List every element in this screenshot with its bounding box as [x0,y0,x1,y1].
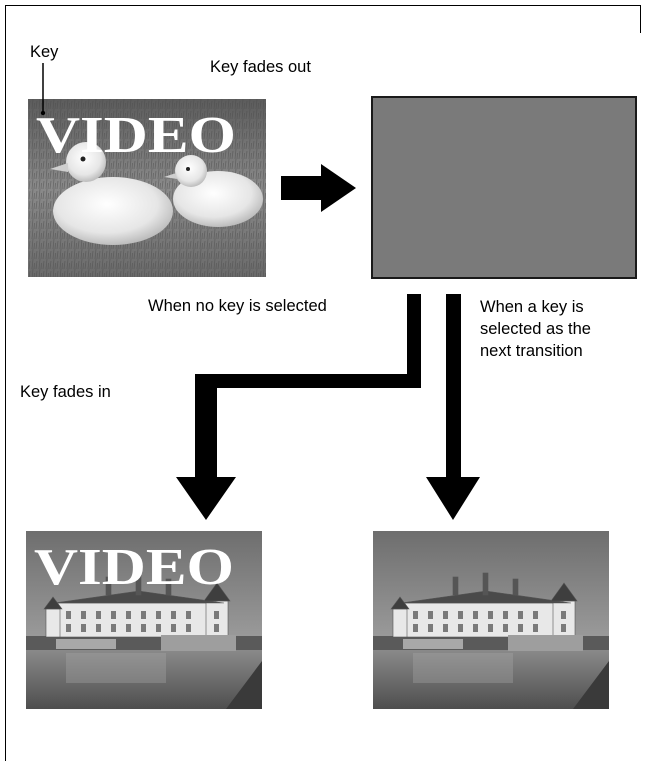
key-selected-label: When a key is selected as the next trans… [480,296,591,362]
ducklings-photo-svg: VIDEO [28,99,266,277]
no-key-path-arrow [176,294,421,520]
video-key-text: VIDEO [36,107,236,164]
key-selected-line-1: When a key is [480,298,584,316]
key-label: Key [30,43,59,61]
key-selected-path-arrow [426,294,480,520]
key-selected-line-3: next transition [480,342,583,360]
chateau-1 [43,572,231,638]
chateau-without-key-image [373,531,609,709]
key-fades-out-label: Key fades out [210,58,311,76]
duckling-body-1 [53,177,173,245]
key-leader-dot [40,110,46,116]
frame-right-border [640,5,641,33]
fade-out-arrow [281,164,356,212]
duckling-head-2 [175,155,207,187]
key-selected-line-2: selected as the [480,320,591,338]
video-key-text-result: VIDEO [34,539,234,596]
blank-screen-frame [371,96,637,279]
chateau-photo-svg-2 [373,531,609,709]
blank-screen [373,98,635,277]
no-key-selected-label: When no key is selected [148,297,327,315]
chateau-with-key-image: VIDEO [26,531,262,709]
ducklings-with-key-image: VIDEO [28,99,266,277]
key-fades-in-label: Key fades in [20,383,111,401]
duckling-head-1 [66,142,106,182]
frame-left-border [5,5,6,761]
chateau-photo-svg-1: VIDEO [26,531,262,709]
frame-top-border [5,5,641,6]
